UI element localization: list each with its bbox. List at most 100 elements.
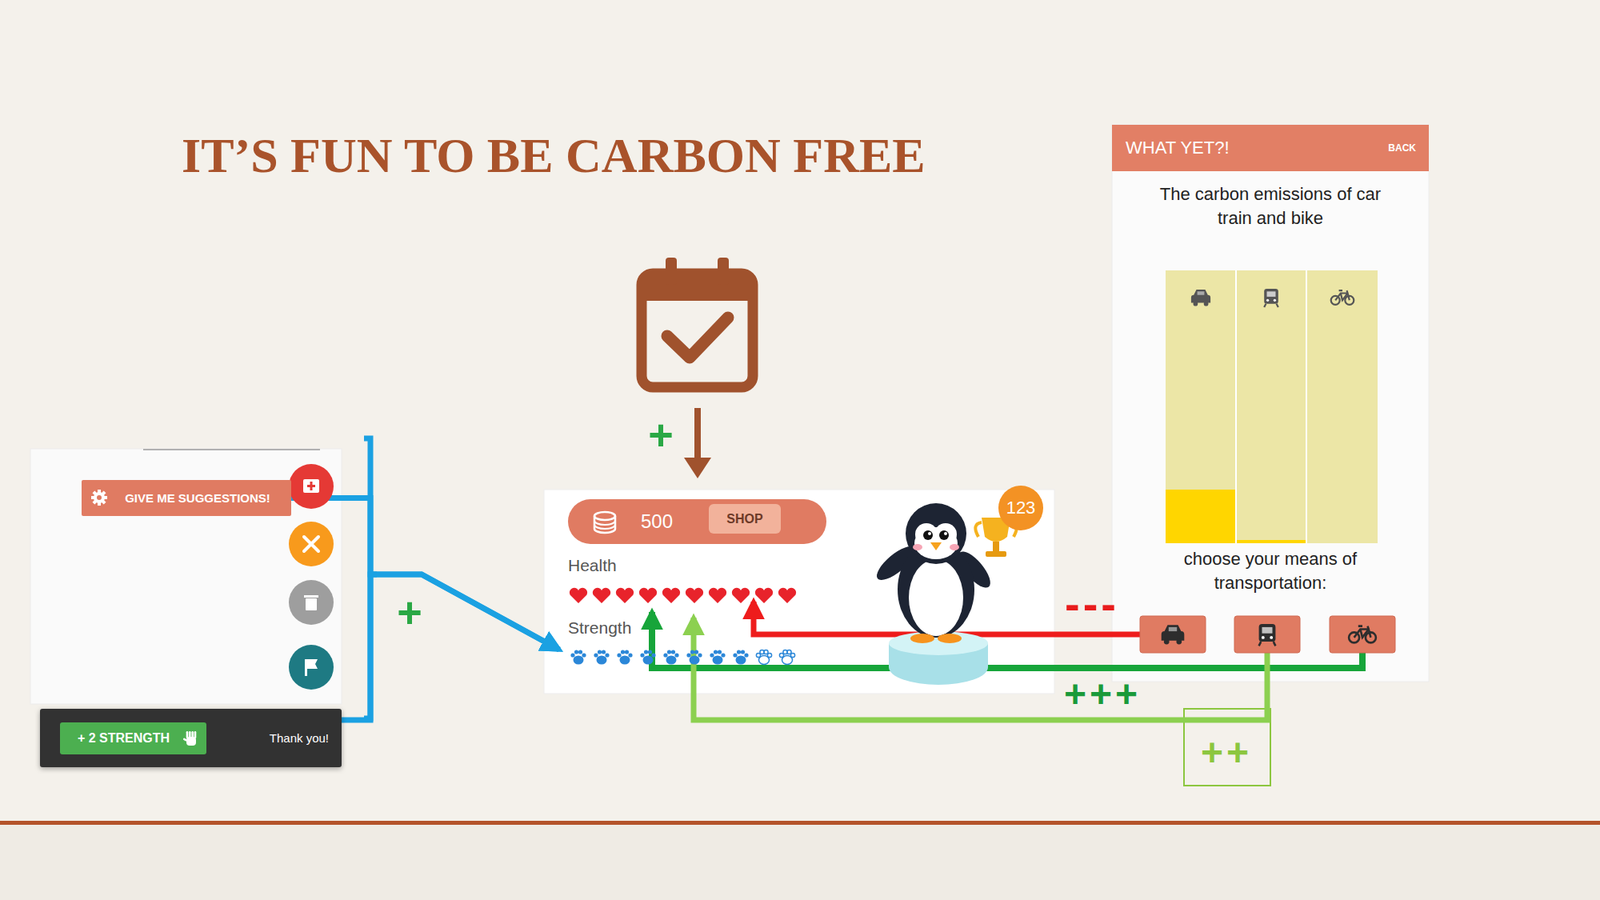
chart-divider — [1235, 270, 1237, 544]
chart-divider — [1305, 270, 1308, 544]
paw-part — [736, 656, 747, 665]
strength-icon — [663, 649, 679, 664]
badge-label: + 2 STRENGTH — [77, 732, 170, 745]
strength-icon — [616, 649, 632, 664]
trophy-stem — [992, 541, 1000, 552]
wheel — [1176, 639, 1182, 645]
round-button — [288, 644, 334, 690]
paw-part — [643, 656, 654, 665]
connector-arrow — [341, 574, 560, 720]
first-aid-button — [288, 464, 334, 509]
penguin-beak — [930, 542, 942, 551]
bike-frame — [1354, 626, 1372, 638]
kit-cross — [307, 481, 316, 491]
paw-part — [666, 656, 677, 665]
heart-icon — [616, 588, 634, 604]
connector-arrow — [693, 617, 1268, 720]
paw-part — [581, 652, 586, 657]
heart-icon — [732, 588, 750, 604]
strength-icon — [593, 649, 609, 664]
penguin-eye — [939, 530, 949, 540]
kit-icon — [303, 479, 320, 493]
heart-icon — [708, 588, 727, 604]
score-sign: + — [648, 412, 674, 456]
wheel — [1164, 639, 1170, 645]
back-link: BACK — [1388, 143, 1416, 153]
train-legs — [1264, 304, 1279, 308]
coin-pill: 500 SHOP — [568, 499, 827, 544]
gear-disc — [93, 492, 105, 504]
paw-part — [709, 652, 714, 657]
paw-part — [620, 649, 625, 654]
bike-icon — [1348, 626, 1376, 644]
paw-part — [686, 652, 691, 657]
snackbar: Thank you! + 2 STRENGTH — [40, 708, 342, 768]
car-window — [1168, 627, 1177, 632]
calendar-frame — [641, 273, 753, 388]
coin-count: 500 — [640, 512, 673, 532]
divider-line — [143, 448, 320, 451]
paw-part — [787, 649, 792, 654]
paw-part — [767, 652, 772, 657]
paw-part — [779, 652, 784, 657]
strength-icon — [756, 649, 772, 664]
trash-lid — [304, 595, 319, 598]
round-button — [288, 464, 334, 509]
coin-edge — [594, 520, 616, 529]
paw-part — [756, 652, 760, 657]
lower-band — [0, 824, 1600, 900]
calendar-ring — [717, 257, 729, 285]
paw-part — [574, 649, 579, 654]
train-icon — [1264, 288, 1279, 308]
heart-icon — [755, 588, 773, 604]
calendar-ring — [665, 257, 677, 285]
trophy-count-badge: 123 — [998, 485, 1044, 531]
emission-bar — [1236, 540, 1306, 544]
paw-part — [674, 652, 679, 657]
paw-part — [640, 652, 644, 657]
transport-panel-ground — [1112, 124, 1429, 682]
paw-part — [628, 652, 632, 657]
paw-part — [690, 649, 695, 654]
paw-part — [712, 656, 724, 665]
check-mark — [667, 317, 728, 358]
paw-part — [604, 652, 609, 657]
train-light — [1273, 299, 1276, 302]
train-body — [1264, 288, 1279, 304]
paw-part — [740, 649, 745, 654]
trophy-base — [985, 551, 1007, 557]
paw-part — [601, 649, 606, 654]
emission-bar — [1165, 489, 1236, 544]
paw-part — [578, 649, 583, 654]
penguin-face — [915, 523, 938, 546]
tools-button — [288, 521, 334, 567]
train-light — [1269, 636, 1273, 640]
paw-part — [732, 652, 737, 657]
paw-part — [593, 652, 598, 657]
heart-icon — [778, 588, 796, 604]
finger — [191, 731, 194, 739]
penguin-foot — [910, 633, 935, 644]
paw-part — [790, 652, 795, 657]
flag-button — [288, 644, 334, 690]
calendar-band — [641, 273, 753, 301]
paw-part — [651, 652, 656, 657]
slide-title: IT’S FUN TO BE CARBON FREE — [181, 130, 926, 180]
paw-part — [663, 652, 668, 657]
edge-label: + — [396, 590, 426, 634]
train-window — [1267, 291, 1276, 297]
train-body — [1259, 624, 1276, 642]
header-title: WHAT YET?! — [1125, 139, 1230, 157]
finger — [194, 731, 197, 739]
snackbar-message: Thank you! — [269, 732, 329, 744]
edge-label: ++ — [1200, 733, 1252, 772]
round-button — [288, 580, 334, 625]
strength-icon — [570, 649, 586, 664]
arrow-head — [684, 457, 712, 479]
paw-part — [596, 656, 608, 665]
paw-part — [644, 649, 648, 654]
button-label: SHOP — [726, 512, 763, 526]
penguin-foot — [937, 633, 962, 644]
app-panel — [30, 448, 342, 704]
transport-panel: The carbon emissions of car train and bi… — [1112, 124, 1429, 682]
